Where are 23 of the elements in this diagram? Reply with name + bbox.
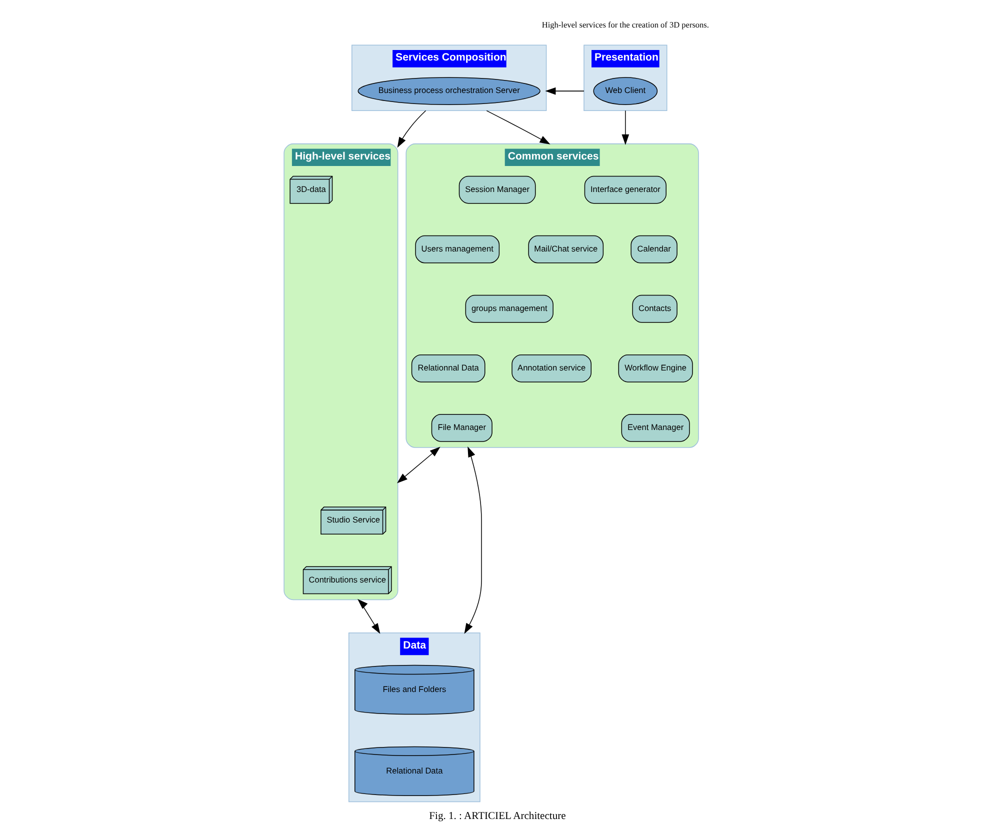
- node-box: Workflow Engine: [618, 354, 693, 382]
- caption: Fig. 1. : ARTICIEL Architecture: [429, 811, 566, 822]
- node-ellipse: Business process orchestration Server: [358, 77, 540, 105]
- node-box: Interface generator: [584, 176, 666, 204]
- arrow: [545, 87, 584, 95]
- arrow: [622, 110, 630, 145]
- node-box: Mail/Chat service: [528, 235, 604, 264]
- arrow: [464, 446, 482, 634]
- node-box: Calendar: [630, 235, 678, 264]
- node-box: File Manager: [431, 414, 492, 442]
- node-box: Session Manager: [458, 176, 536, 204]
- node-box: Users management: [415, 235, 500, 264]
- arrow: [358, 598, 380, 634]
- node-ellipse: Web Client: [593, 77, 658, 105]
- node-box: Contacts: [632, 294, 678, 323]
- node-box: Relationnal Data: [411, 354, 486, 382]
- arrow: [397, 110, 426, 148]
- arrow: [396, 446, 440, 484]
- node-box: Event Manager: [621, 414, 690, 442]
- node-box: Annotation service: [512, 354, 592, 382]
- node-box: groups management: [465, 294, 554, 323]
- arrow: [486, 110, 550, 144]
- label: High-level services for the creation of 3D persons.: [542, 20, 709, 30]
